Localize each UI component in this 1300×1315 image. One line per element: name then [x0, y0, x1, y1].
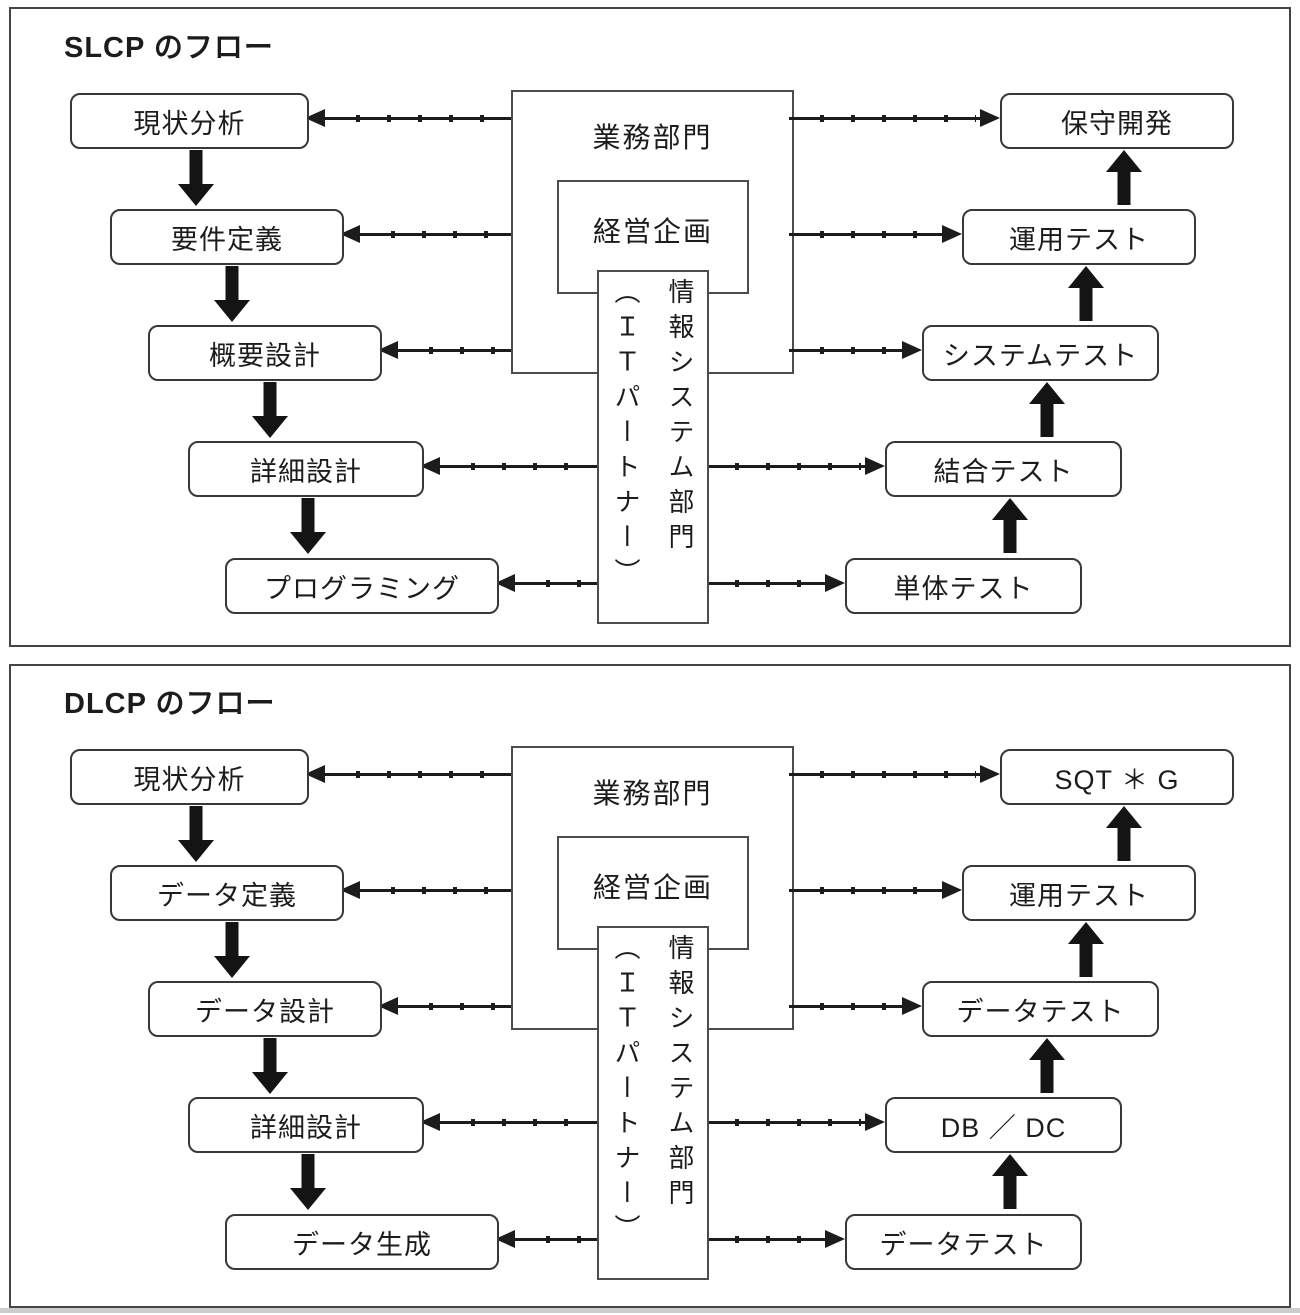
- h-arrow: [305, 109, 511, 127]
- dlcp-left-box-4: データ生成: [225, 1214, 499, 1270]
- h-arrow: [420, 457, 597, 475]
- h-arrow: [704, 574, 845, 592]
- down-arrow: [290, 498, 326, 554]
- dlcp-it-dept-box: 情報システム部門 （ＩＴパートナー）: [597, 926, 709, 1280]
- up-arrow: [992, 1154, 1028, 1209]
- slcp-management-planning-label: 経営企画: [592, 216, 713, 247]
- h-arrow: [789, 997, 922, 1015]
- dlcp-right-box-4: データテスト: [845, 1214, 1082, 1270]
- h-arrow: [495, 574, 597, 592]
- h-arrow: [789, 881, 962, 899]
- down-arrow: [252, 382, 288, 438]
- slcp-right-box-0: 保守開発: [1000, 93, 1234, 149]
- up-arrow: [1068, 266, 1104, 321]
- up-arrow: [1029, 1038, 1065, 1093]
- dlcp-right-box-0: SQT ＊ G: [1000, 749, 1234, 805]
- slcp-it-dept-label: 情報システム部門 （ＩＴパートナー）: [611, 278, 695, 593]
- slcp-left-box-3: 詳細設計: [188, 441, 424, 497]
- h-arrow: [704, 457, 885, 475]
- h-arrow: [789, 109, 1000, 127]
- dlcp-title: DLCP のフロー: [64, 688, 276, 720]
- down-arrow: [214, 922, 250, 978]
- dlcp-right-box-2: データテスト: [922, 981, 1159, 1037]
- dlcp-left-box-0: 現状分析: [70, 749, 309, 805]
- slcp-right-box-3: 結合テスト: [885, 441, 1122, 497]
- h-arrow: [305, 765, 511, 783]
- slcp-left-box-4: プログラミング: [225, 558, 499, 614]
- h-arrow: [789, 765, 1000, 783]
- slcp-it-dept-box: 情報システム部門 （ＩＴパートナー）: [597, 270, 709, 624]
- slcp-business-dept-label: 業務部門: [592, 122, 713, 153]
- h-arrow: [789, 225, 962, 243]
- dlcp-right-box-3: DB ／ DC: [885, 1097, 1122, 1153]
- dlcp-it-dept-label: 情報システム部門 （ＩＴパートナー）: [611, 934, 695, 1249]
- slcp-title: SLCP のフロー: [64, 32, 274, 64]
- h-arrow: [378, 997, 511, 1015]
- down-arrow: [178, 150, 214, 206]
- down-arrow: [214, 266, 250, 322]
- bottom-edge-line: [0, 1308, 1300, 1313]
- h-arrow: [340, 881, 511, 899]
- h-arrow: [340, 225, 511, 243]
- h-arrow: [420, 1113, 597, 1131]
- down-arrow: [290, 1154, 326, 1210]
- slcp-left-box-2: 概要設計: [148, 325, 382, 381]
- slcp-left-box-0: 現状分析: [70, 93, 309, 149]
- h-arrow: [789, 341, 922, 359]
- h-arrow: [495, 1230, 597, 1248]
- up-arrow: [1106, 150, 1142, 205]
- slcp-right-box-4: 単体テスト: [845, 558, 1082, 614]
- down-arrow: [252, 1038, 288, 1094]
- up-arrow: [992, 498, 1028, 553]
- dlcp-management-planning-label: 経営企画: [592, 872, 713, 903]
- dlcp-business-dept-label: 業務部門: [592, 778, 713, 809]
- up-arrow: [1068, 922, 1104, 977]
- h-arrow: [704, 1230, 845, 1248]
- dlcp-left-box-3: 詳細設計: [188, 1097, 424, 1153]
- h-arrow: [378, 341, 511, 359]
- dlcp-left-box-1: データ定義: [110, 865, 344, 921]
- slcp-right-box-1: 運用テスト: [962, 209, 1196, 265]
- up-arrow: [1029, 382, 1065, 437]
- dlcp-left-box-2: データ設計: [148, 981, 382, 1037]
- dlcp-right-box-1: 運用テスト: [962, 865, 1196, 921]
- slcp-left-box-1: 要件定義: [110, 209, 344, 265]
- up-arrow: [1106, 806, 1142, 861]
- h-arrow: [704, 1113, 885, 1131]
- slcp-right-box-2: システムテスト: [922, 325, 1159, 381]
- down-arrow: [178, 806, 214, 862]
